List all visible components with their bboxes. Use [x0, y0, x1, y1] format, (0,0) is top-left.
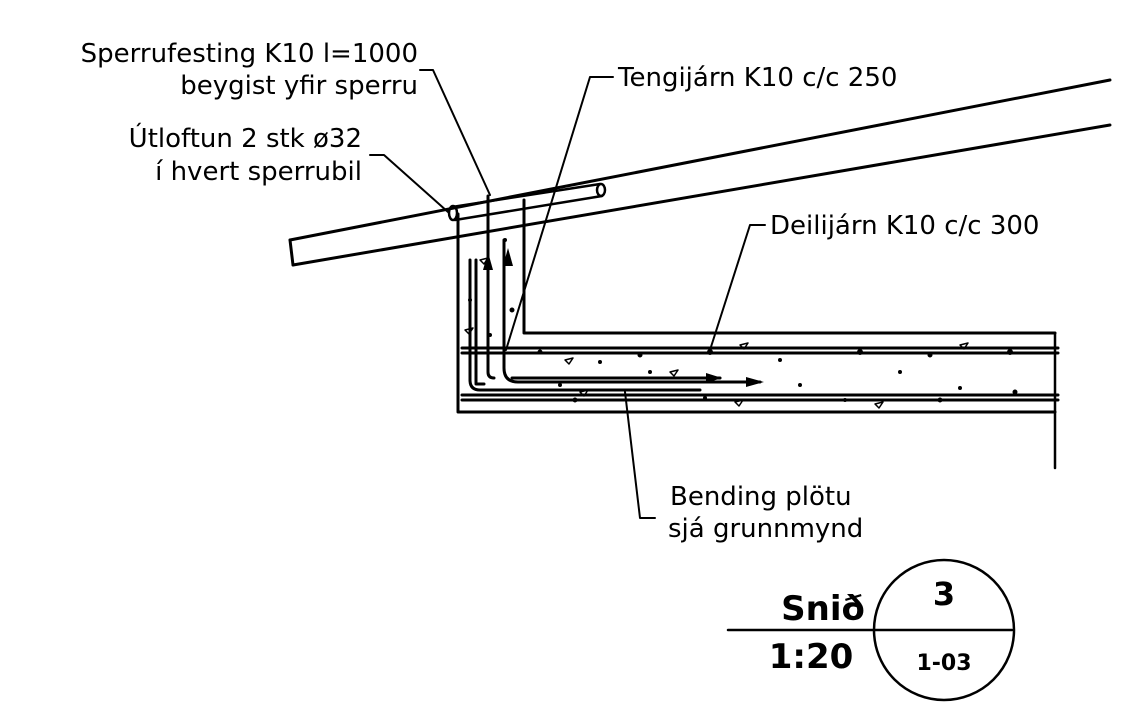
section-title-block: Snið 1:20 3 1-03: [726, 558, 1016, 702]
section-name: Snið: [781, 589, 865, 629]
rebar: [460, 194, 1060, 402]
slab-rebar-label-line2: sjá grunnmynd: [668, 514, 863, 544]
leader-lines: [369, 69, 766, 519]
tie-bar-label: Tengijárn K10 c/c 250: [617, 63, 897, 93]
roof-rafter: [288, 78, 1112, 267]
section-bubble: [872, 558, 1016, 702]
rafter-fixing-label-line1: Sperrufesting K10 l=1000: [81, 39, 418, 69]
section-number: 3: [933, 575, 955, 613]
ventilation-label-line1: Útloftun 2 stk ø32: [129, 122, 362, 154]
ventilation-label-line2: í hvert sperrubil: [155, 157, 362, 187]
rafter-fixing-label-line2: beygist yfir sperru: [180, 71, 418, 101]
distribution-bar-label: Deilijárn K10 c/c 300: [770, 211, 1039, 241]
section-scale: 1:20: [769, 637, 854, 677]
slab-rebar-label-line1: Bending plötu: [670, 482, 852, 512]
sheet-reference: 1-03: [916, 651, 971, 676]
